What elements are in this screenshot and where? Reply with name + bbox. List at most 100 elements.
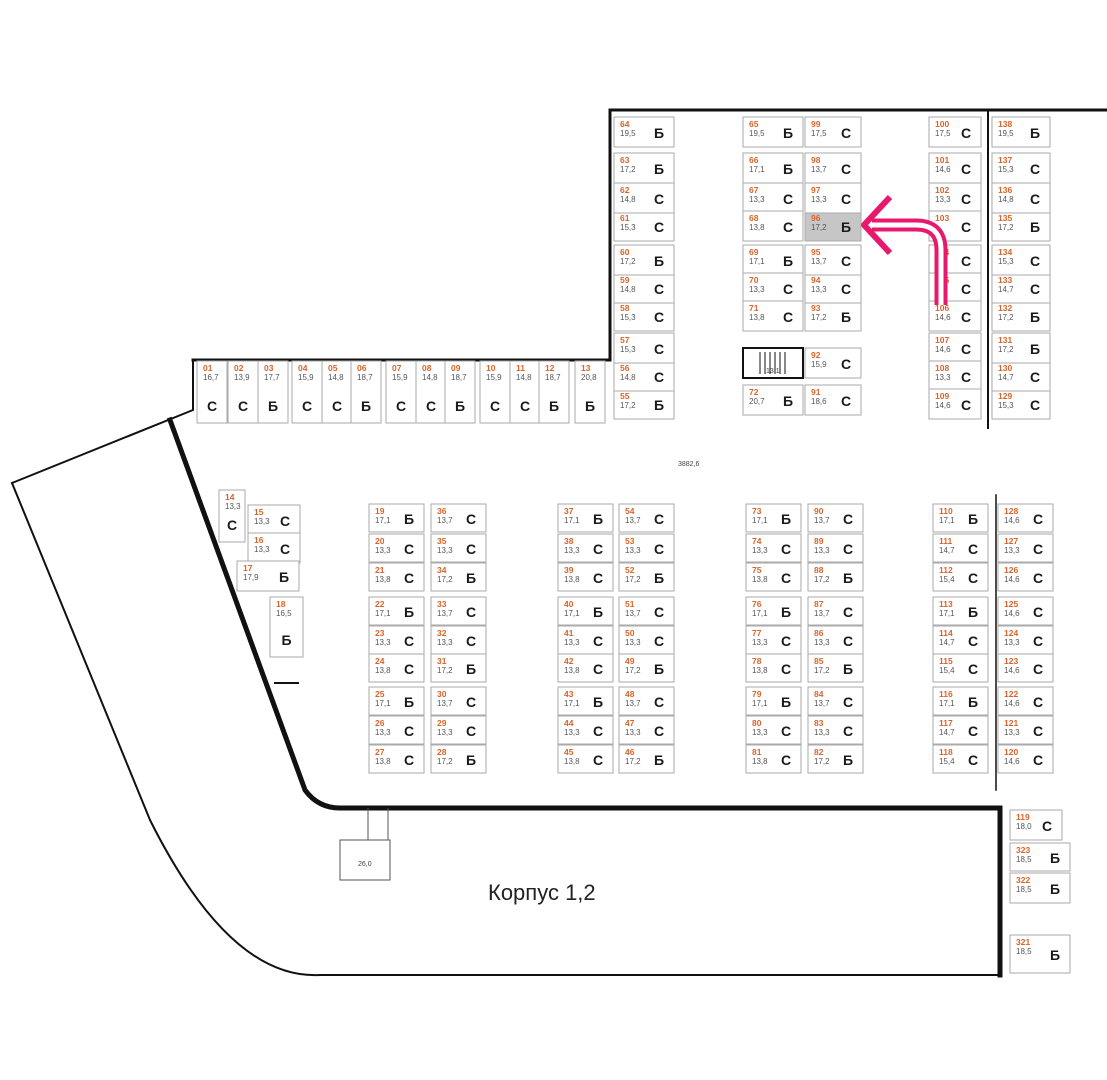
parking-spot-136[interactable]: 13614,8С [991, 182, 1051, 214]
parking-spot-107[interactable]: 10714,6С [928, 332, 982, 364]
parking-spot-99[interactable]: 9917,5С [804, 116, 862, 148]
parking-spot-73[interactable]: 7317,1Б [745, 503, 802, 533]
parking-spot-123[interactable]: 12314,6С [997, 653, 1054, 683]
parking-spot-124[interactable]: 12413,3С [997, 625, 1054, 655]
parking-spot-61[interactable]: 6115,3С [613, 210, 675, 242]
parking-spot-68[interactable]: 6813,8С [742, 210, 804, 242]
parking-spot-80[interactable]: 8013,3С [745, 715, 802, 745]
parking-spot-84[interactable]: 8413,7С [807, 686, 864, 716]
parking-spot-322[interactable]: 32218,5Б [1009, 872, 1071, 904]
parking-spot-69[interactable]: 6917,1Б [742, 244, 804, 276]
parking-spot-92[interactable]: 9215,9С [804, 347, 862, 379]
parking-spot-138[interactable]: 13819,5Б [991, 116, 1051, 148]
parking-spot-118[interactable]: 11815,4С [932, 744, 989, 774]
parking-spot-95[interactable]: 9513,7С [804, 244, 862, 276]
parking-spot-127[interactable]: 12713,3С [997, 533, 1054, 563]
parking-spot-59[interactable]: 5914,8С [613, 272, 675, 304]
parking-spot-102[interactable]: 10213,3С [928, 182, 982, 214]
parking-spot-110[interactable]: 11017,1Б [932, 503, 989, 533]
parking-spot-25[interactable]: 2517,1Б [368, 686, 425, 716]
parking-spot-46[interactable]: 4617,2Б [618, 744, 675, 774]
parking-spot-98[interactable]: 9813,7С [804, 152, 862, 184]
parking-spot-93[interactable]: 9317,2Б [804, 300, 862, 332]
parking-spot-94[interactable]: 9413,3С [804, 272, 862, 304]
parking-spot-08[interactable]: 0814,8С [415, 360, 447, 424]
parking-spot-27[interactable]: 2713,8С [368, 744, 425, 774]
parking-spot-77[interactable]: 7713,3С [745, 625, 802, 655]
parking-spot-03[interactable]: 0317,7Б [257, 360, 289, 424]
parking-spot-05[interactable]: 0514,8С [321, 360, 353, 424]
parking-spot-132[interactable]: 13217,2Б [991, 300, 1051, 332]
parking-spot-75[interactable]: 7513,8С [745, 562, 802, 592]
parking-spot-130[interactable]: 13014,7С [991, 360, 1051, 392]
parking-spot-134[interactable]: 13415,3С [991, 244, 1051, 276]
parking-spot-15[interactable]: 1513,3С [247, 504, 301, 536]
parking-spot-83[interactable]: 8313,3С [807, 715, 864, 745]
parking-spot-135[interactable]: 13517,2Б [991, 210, 1051, 242]
parking-spot-62[interactable]: 6214,8С [613, 182, 675, 214]
parking-spot-121[interactable]: 12113,3С [997, 715, 1054, 745]
parking-spot-87[interactable]: 8713,7С [807, 596, 864, 626]
parking-spot-52[interactable]: 5217,2Б [618, 562, 675, 592]
parking-spot-106[interactable]: 10614,6С [928, 300, 982, 332]
parking-spot-96[interactable]: 9617,2Б [804, 210, 862, 242]
parking-spot-67[interactable]: 6713,3С [742, 182, 804, 214]
parking-spot-38[interactable]: 3813,3С [557, 533, 614, 563]
parking-spot-16[interactable]: 1613,3С [247, 532, 301, 564]
parking-spot-23[interactable]: 2313,3С [368, 625, 425, 655]
parking-spot-32[interactable]: 3213,3С [430, 625, 487, 655]
parking-spot-113[interactable]: 11317,1Б [932, 596, 989, 626]
parking-spot-63[interactable]: 6317,2Б [613, 152, 675, 184]
parking-spot-137[interactable]: 13715,3С [991, 152, 1051, 184]
parking-spot-58[interactable]: 5815,3С [613, 300, 675, 332]
parking-spot-13[interactable]: 1320,8Б [574, 360, 606, 424]
parking-spot-17[interactable]: 1717,9Б [236, 560, 300, 592]
parking-spot-120[interactable]: 12014,6С [997, 744, 1054, 774]
parking-spot-129[interactable]: 12915,3С [991, 388, 1051, 420]
parking-spot-55[interactable]: 5517,2Б [613, 388, 675, 420]
parking-spot-100[interactable]: 10017,5С [928, 116, 982, 148]
parking-spot-37[interactable]: 3717,1Б [557, 503, 614, 533]
parking-spot-14[interactable]: 1413,3С [218, 489, 246, 543]
parking-spot-30[interactable]: 3013,7С [430, 686, 487, 716]
parking-spot-131[interactable]: 13117,2Б [991, 332, 1051, 364]
parking-spot-10[interactable]: 1015,9С [479, 360, 511, 424]
parking-spot-125[interactable]: 12514,6С [997, 596, 1054, 626]
parking-spot-35[interactable]: 3513,3С [430, 533, 487, 563]
parking-spot-82[interactable]: 8217,2Б [807, 744, 864, 774]
parking-spot-21[interactable]: 2113,8С [368, 562, 425, 592]
parking-spot-128[interactable]: 12814,6С [997, 503, 1054, 533]
parking-spot-119[interactable]: 11918,0С [1009, 809, 1063, 841]
parking-spot-29[interactable]: 2913,3С [430, 715, 487, 745]
parking-spot-42[interactable]: 4213,8С [557, 653, 614, 683]
parking-spot-78[interactable]: 7813,8С [745, 653, 802, 683]
parking-spot-19[interactable]: 1917,1Б [368, 503, 425, 533]
parking-spot-74[interactable]: 7413,3С [745, 533, 802, 563]
parking-spot-323[interactable]: 32318,5Б [1009, 842, 1071, 872]
parking-spot-50[interactable]: 5013,3С [618, 625, 675, 655]
parking-spot-57[interactable]: 5715,3С [613, 332, 675, 364]
parking-spot-86[interactable]: 8613,3С [807, 625, 864, 655]
parking-spot-122[interactable]: 12214,6С [997, 686, 1054, 716]
parking-spot-06[interactable]: 0618,7Б [350, 360, 382, 424]
parking-spot-81[interactable]: 8113,8С [745, 744, 802, 774]
parking-spot-114[interactable]: 11414,7С [932, 625, 989, 655]
parking-spot-108[interactable]: 10813,3С [928, 360, 982, 392]
parking-spot-36[interactable]: 3613,7С [430, 503, 487, 533]
parking-spot-26[interactable]: 2613,3С [368, 715, 425, 745]
parking-spot-41[interactable]: 4113,3С [557, 625, 614, 655]
parking-spot-34[interactable]: 3417,2Б [430, 562, 487, 592]
parking-spot-91[interactable]: 9118,6С [804, 384, 862, 416]
parking-spot-47[interactable]: 4713,3С [618, 715, 675, 745]
parking-spot-66[interactable]: 6617,1Б [742, 152, 804, 184]
parking-spot-60[interactable]: 6017,2Б [613, 244, 675, 276]
parking-spot-70[interactable]: 7013,3С [742, 272, 804, 304]
parking-spot-56[interactable]: 5614,8С [613, 360, 675, 392]
parking-spot-24[interactable]: 2413,8С [368, 653, 425, 683]
parking-spot-321[interactable]: 32118,5Б [1009, 934, 1071, 974]
parking-spot-49[interactable]: 4917,2Б [618, 653, 675, 683]
parking-spot-39[interactable]: 3913,8С [557, 562, 614, 592]
parking-spot-53[interactable]: 5313,3С [618, 533, 675, 563]
parking-spot-28[interactable]: 2817,2Б [430, 744, 487, 774]
parking-spot-40[interactable]: 4017,1Б [557, 596, 614, 626]
